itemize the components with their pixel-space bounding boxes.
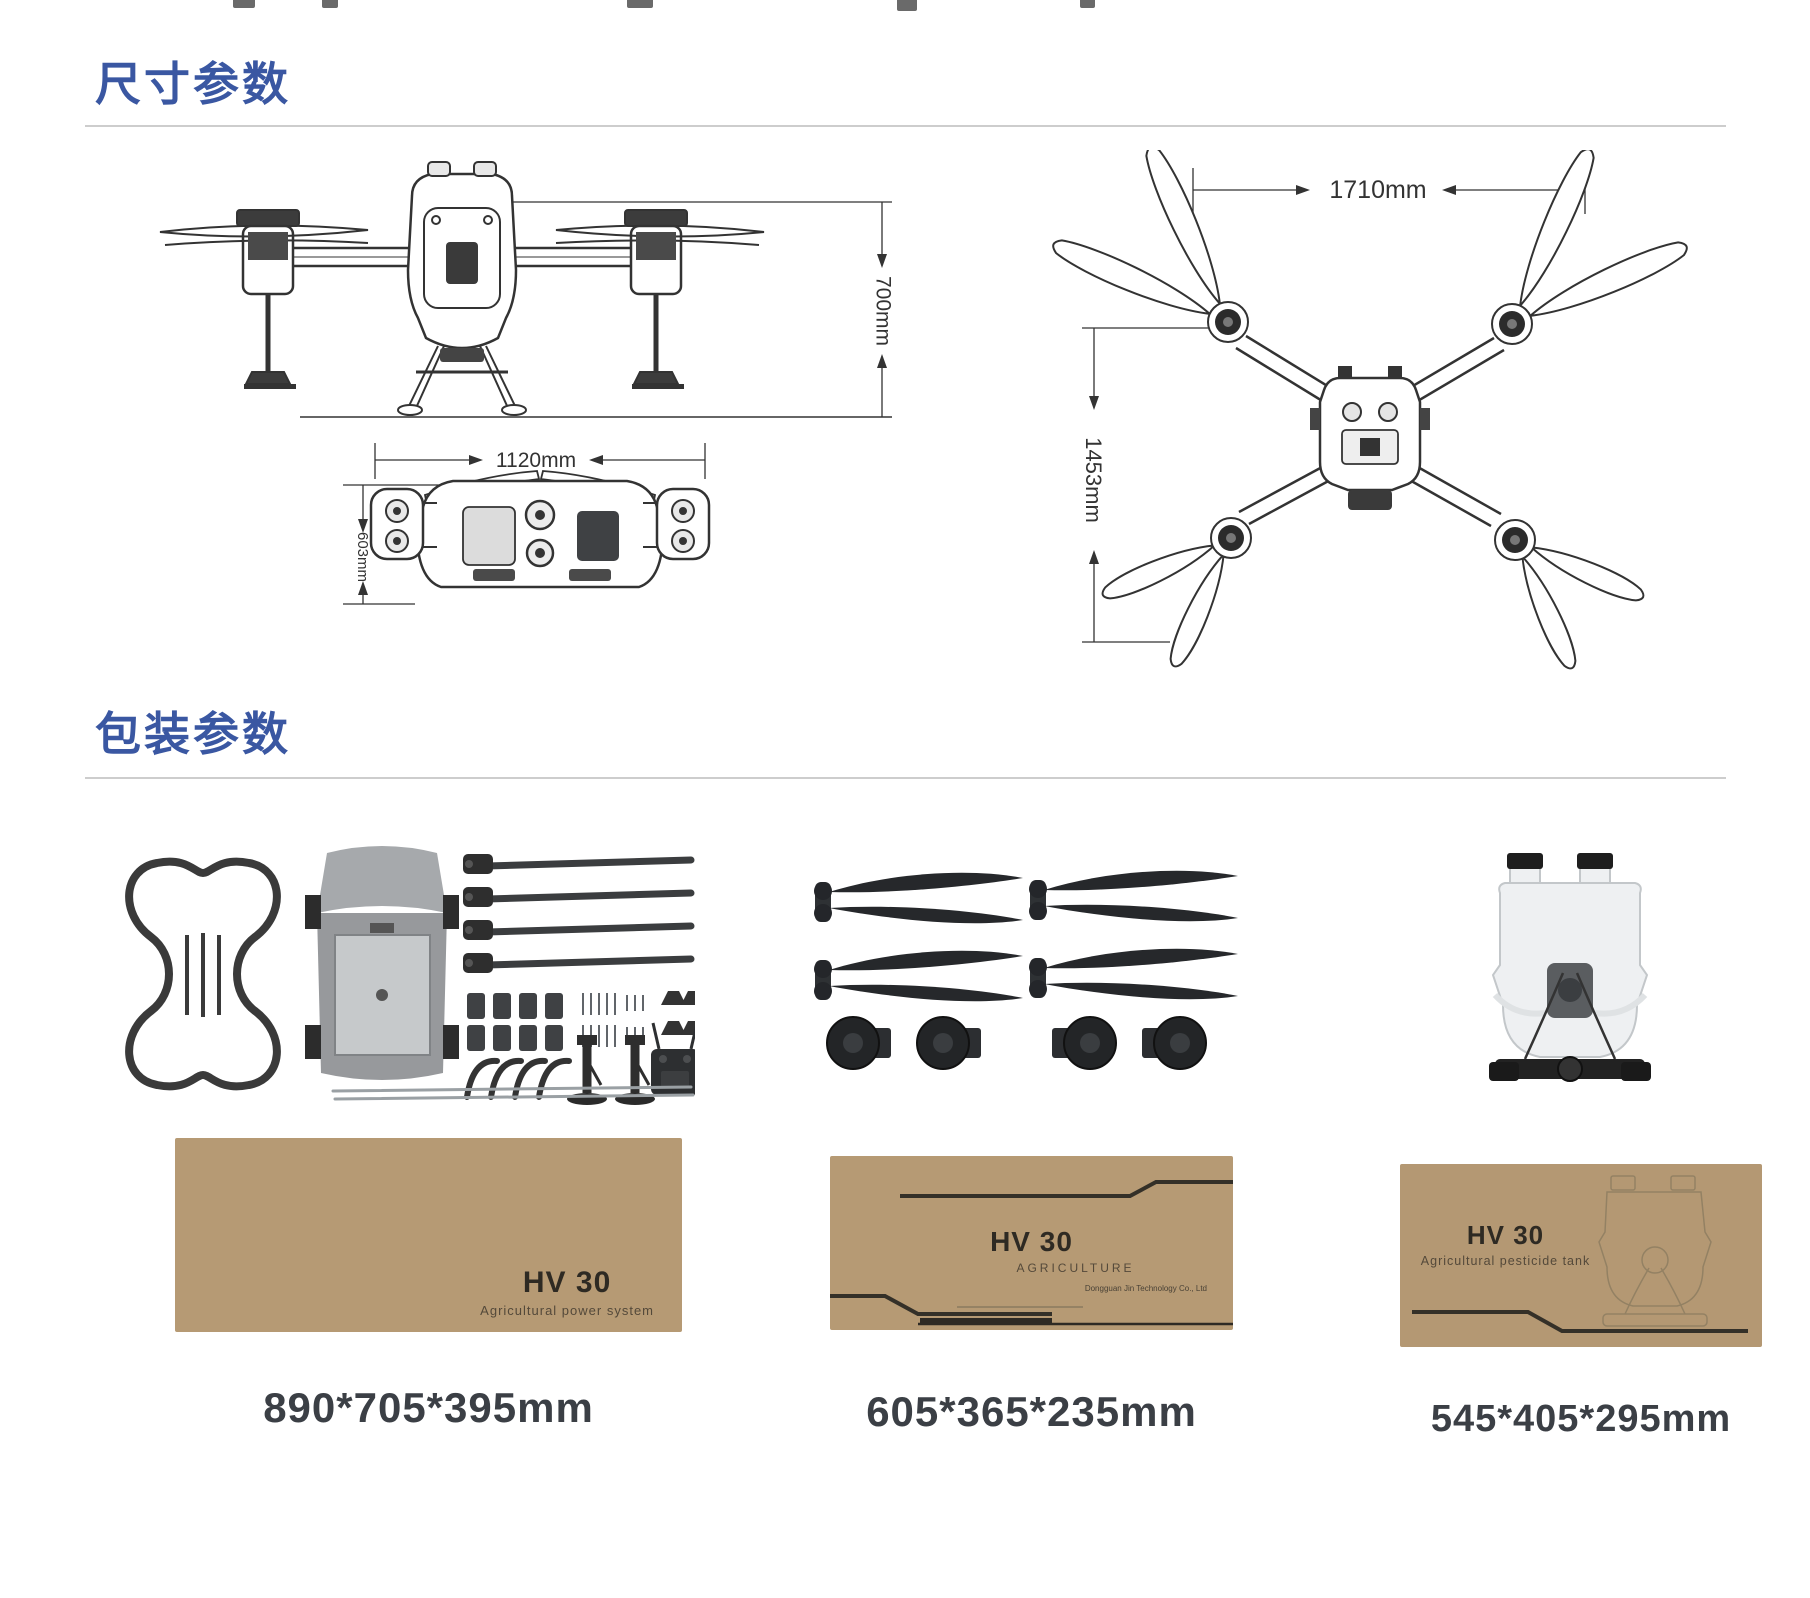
packaging-section-title: 包装参数 [95,708,291,760]
folded-view-line-art [369,470,711,589]
dimension-arrow [1296,185,1310,195]
dimension-arrow [358,519,368,533]
small-accessories [467,991,695,1051]
package-dimensions-3: 545*405*295mm [1430,1398,1732,1440]
unfolded-view-line-art [1052,150,1688,670]
front-view-line-art [159,161,765,416]
box-product-name: HV 30 [990,1226,1073,1257]
package-dimensions-2: 605*365*235mm [866,1388,1197,1435]
dimension-arrow [877,354,887,368]
box-power-system: HV 30 Agricultural power system [175,1138,682,1332]
propellers-motors-image [814,870,1238,1070]
cropped-content-artifact [233,0,255,8]
protection-frame [125,857,281,1091]
arm-tubes [463,854,695,973]
drone-body-part [305,846,459,1080]
front-height-label: 700mm [871,276,894,346]
folding-propellers [814,870,1238,1002]
section-divider [85,125,1726,127]
box-agriculture: HV 30 AGRICULTURE Dongguan Jin Technolog… [830,1156,1233,1330]
box-pesticide-tank: HV 30 Agricultural pesticide tank [1400,1164,1762,1347]
pesticide-tank-image [1489,853,1651,1082]
hook-parts [464,1057,572,1100]
dimension-arrow [877,254,887,268]
package-dimensions-1: 890*705*395mm [263,1384,594,1431]
unfolded-depth-label: 1453mm [1081,437,1106,523]
box-company-text: Dongguan Jin Technology Co., Ltd [1084,1284,1207,1293]
box-product-name: HV 30 [1466,1220,1545,1250]
dimension-arrow [589,455,603,465]
dimension-arrow [469,455,483,465]
folded-depth-label: 603mm [354,532,371,582]
remote-controller [651,1022,695,1095]
drone-folded-top-view-drawing: 1120mm 603mm [343,443,711,605]
dimension-arrow [358,581,368,595]
folded-width-label: 1120mm [496,449,576,472]
cropped-content-artifact [322,0,338,8]
dimensions-section-title: 尺寸参数 [95,58,291,110]
dimension-arrow [1089,550,1099,564]
drone-front-view-drawing: 700mm [159,161,894,418]
dimension-arrow [1442,185,1456,195]
tank-part [1489,853,1651,1082]
box-subtitle: Agricultural power system [480,1303,654,1318]
box-subtitle: AGRICULTURE [1016,1261,1135,1275]
section-divider [85,777,1726,779]
box-print-pattern [1412,1175,1748,1333]
box-print-pattern [830,1180,1233,1326]
dimension-arrow [1089,396,1099,410]
airframe-kit-image [125,846,695,1105]
unfolded-width-label: 1710mm [1329,176,1426,204]
box-product-name: HV 30 [522,1266,612,1299]
spray-rod [333,1093,695,1101]
drone-unfolded-top-view-drawing: 1710mm 1453mm [1052,150,1688,670]
box-subtitle: Agricultural pesticide tank [1420,1254,1591,1268]
cropped-content-artifact [1080,0,1095,8]
motors [826,1016,1207,1070]
spray-rod [331,1085,693,1093]
cropped-content-artifact [897,0,917,11]
cropped-content-artifact [627,0,653,8]
